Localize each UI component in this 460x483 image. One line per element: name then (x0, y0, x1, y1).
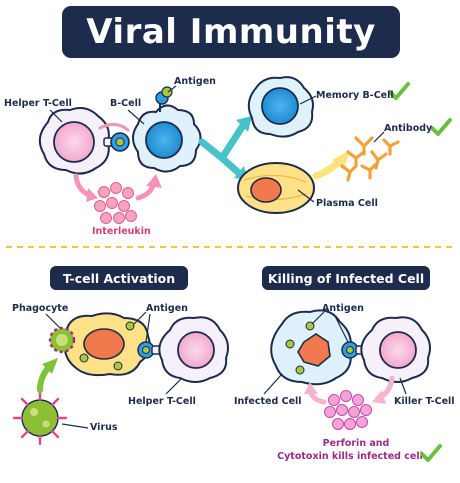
interleukin-label: Interleukin (92, 226, 151, 237)
antibody-pointer (373, 131, 385, 143)
right-antigen-pointer-1 (311, 311, 325, 325)
memory-b-cell-pointer (299, 95, 317, 105)
top-antigen-pointer (167, 85, 177, 93)
left-helper-t-cell (158, 316, 229, 383)
killer-t-cell-pointer (399, 377, 407, 395)
left-helper-t-cell-pointer (165, 377, 183, 395)
interleukin-cluster (94, 182, 137, 224)
plasma-cell-pointer (297, 189, 315, 203)
plasma-cell-label: Plasma Cell (316, 198, 378, 209)
killer-t-cell (360, 316, 431, 383)
teal-arrow-memory-head (236, 116, 252, 132)
virus-pointer (61, 423, 89, 429)
t-cell-activation-banner: T-cell Activation (50, 266, 188, 290)
virus-to-phagocyte-arrow-head (42, 358, 58, 374)
antibody-cluster (340, 136, 400, 182)
big-virus (12, 390, 68, 446)
killer-t-cell-label: Killer T-Cell (394, 396, 455, 407)
b-cell-pointer (127, 109, 145, 125)
yellow-arrow-antibody-head (332, 150, 350, 170)
killer-to-perforin-arrow-head (372, 390, 386, 404)
b-cell (132, 86, 202, 173)
small-virus (48, 326, 76, 354)
top-antigen-label: Antigen (174, 76, 216, 87)
perforin-caption-line1: Perforin and (323, 438, 390, 449)
right-antigen-label: Antigen (322, 303, 364, 314)
right-antigen-pointer-2 (333, 313, 349, 343)
phagocyte-cell (63, 312, 151, 377)
perforin-to-infected-arrow-head (304, 382, 318, 394)
top-helper-t-cell-pointer (49, 109, 63, 123)
left-antigen-pointer-2 (145, 313, 151, 343)
left-antigen-label: Antigen (146, 303, 188, 314)
left-antigen-pointer-1 (133, 311, 147, 325)
phagocyte-label: Phagocyte (12, 303, 68, 314)
t-cell-activation-heading: T-cell Activation (62, 270, 176, 286)
plasma-cell (237, 162, 315, 214)
top-receptor-junction (98, 123, 130, 152)
infected-cell-pointer (263, 373, 283, 395)
memory-check-icon (388, 82, 410, 100)
teal-arrow-memory (198, 120, 248, 162)
top-pink-arrow-down-head (86, 188, 98, 202)
antibody-check-icon (430, 118, 452, 136)
top-pink-arrow-up-head (146, 174, 162, 188)
perforin-caption-line2: Cytotoxin kills infected cell (277, 451, 423, 462)
memory-b-cell-label: Memory B-Cell (316, 90, 394, 101)
phagocyte-pointer (45, 313, 61, 329)
virus-label: Virus (90, 422, 118, 433)
page-title: Viral Immunity (86, 12, 376, 52)
top-helper-t-cell (38, 107, 121, 175)
perforin-cluster (324, 390, 372, 430)
b-cell-label: B-Cell (110, 98, 141, 109)
title-banner: Viral Immunity (62, 6, 400, 58)
killing-infected-cell-heading: Killing of Infected Cell (267, 270, 425, 286)
teal-arrow-plasma (218, 154, 244, 178)
infected-cell (270, 309, 352, 386)
perforin-check-icon (420, 444, 442, 462)
left-helper-t-cell-label: Helper T-Cell (128, 396, 196, 407)
infected-cell-label: Infected Cell (234, 396, 302, 407)
antibody-label: Antibody (384, 123, 433, 134)
memory-b-cell (247, 76, 314, 138)
killing-infected-cell-banner: Killing of Infected Cell (262, 266, 430, 290)
top-helper-t-cell-label: Helper T-Cell (4, 98, 72, 109)
